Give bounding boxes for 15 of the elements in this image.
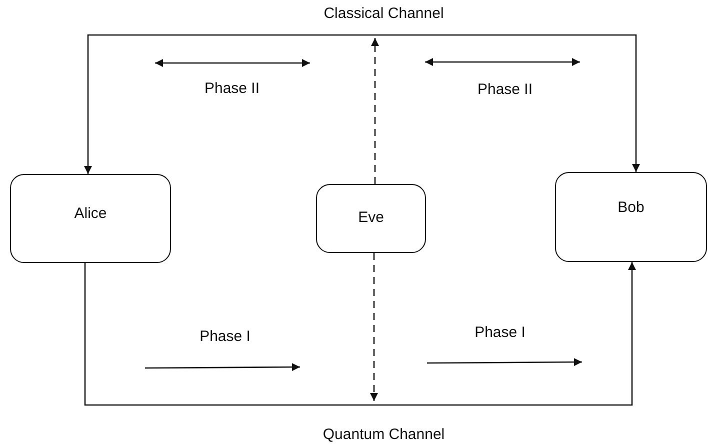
- node-label: Alice: [74, 205, 107, 222]
- node-label: Eve: [358, 209, 384, 226]
- dashed-arrow: [371, 38, 379, 184]
- edge-label: Quantum Channel: [320, 426, 447, 443]
- rounded-box: [555, 172, 707, 262]
- node-label: Bob: [618, 199, 644, 216]
- connector-arrow: [84, 262, 636, 406]
- phase-label: Phase II: [204, 80, 260, 97]
- connector-arrow: [84, 34, 640, 174]
- rounded-box: [10, 174, 171, 263]
- phase-label: Phase I: [200, 328, 250, 345]
- phase-label: Phase II: [477, 81, 533, 98]
- dashed-arrow: [370, 253, 378, 401]
- phase-label: Phase I: [474, 324, 526, 341]
- rounded-box: [316, 184, 426, 253]
